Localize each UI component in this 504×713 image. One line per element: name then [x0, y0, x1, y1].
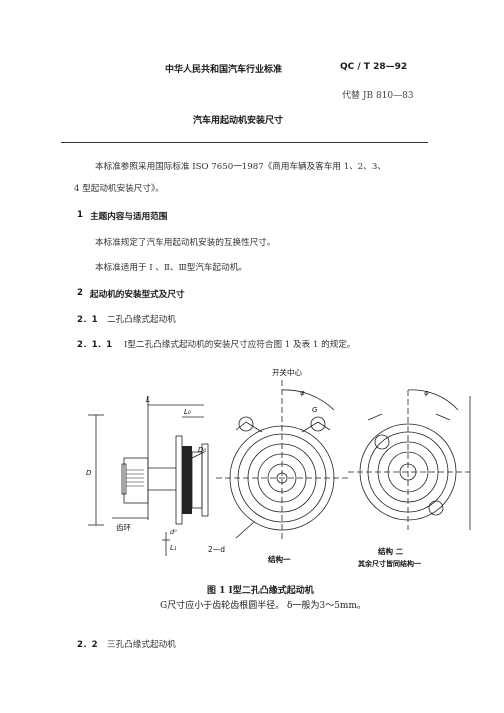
label-structure-2: 结构 二 [378, 546, 404, 556]
front-view-structure-1 [216, 380, 348, 540]
section-1-para-2: 本标准适用于 Ⅰ 、Ⅱ、Ⅲ型汽车起动机。 [95, 263, 247, 273]
figure-1-drawing: 开关中心 L L₀ D₀ D 齿环 d⁰ L₁ 2—d G φ φ 结构一 结构… [86, 367, 471, 568]
label-d0: d⁰ [170, 528, 177, 536]
label-switch-center: 开关中心 [272, 367, 302, 377]
figure-caption-title: 图 1 Ⅰ型二孔凸缘式起动机 [207, 586, 314, 596]
label-D0: D₀ [198, 446, 206, 454]
label-structure-1: 结构一 [268, 554, 291, 564]
label-2-d: 2—d [208, 545, 225, 554]
title-divider [61, 142, 428, 143]
section-2-1-1-number: 2．1．1 [77, 340, 113, 350]
document-title: 汽车用起动机安装尺寸 [193, 116, 284, 126]
org-title: 中华人民共和国汽车行业标准 [165, 65, 283, 75]
label-structure-2-note: 其余尺寸皆同结构一 [358, 559, 421, 568]
label-G: G [312, 406, 318, 414]
label-phi-right: φ [424, 389, 429, 397]
label-L: L [146, 395, 150, 404]
section-1-heading: 主题内容与适用范围 [90, 212, 168, 222]
intro-line-1: 本标准参照采用国际标准 ISO 7650一1987《商用车辆及客车用 1、2、3… [95, 162, 386, 172]
label-L0: L₀ [184, 408, 191, 416]
intro-line-2: 4 型起动机安装尺寸》。 [74, 184, 164, 194]
front-view-structure-2 [348, 389, 471, 530]
section-2-number: 2 [77, 288, 83, 298]
label-phi-left: φ [300, 389, 305, 397]
section-2-1-text: 二孔凸缘式起动机 [107, 315, 176, 325]
section-1-para-1: 本标准规定了汽车用起动机安装的互换性尺寸。 [95, 238, 276, 248]
replaces-note: 代替 JB 810—83 [342, 91, 414, 101]
side-view [88, 396, 209, 556]
section-2-1-1-text: Ⅰ型二孔凸缘式起动机的安装尺寸应符合图 1 及表 1 的规定。 [124, 340, 356, 350]
section-1-number: 1 [77, 210, 83, 220]
label-D: D [86, 469, 92, 477]
section-2-1-number: 2．1 [77, 315, 98, 325]
label-L1: L₁ [170, 544, 177, 552]
figure-caption-note: G尺寸应小于齿轮齿根圆半径。 δ一般为3～5mm。 [160, 601, 366, 611]
label-ring-gear: 齿环 [116, 523, 131, 532]
standard-number: QC / T 28—92 [340, 62, 408, 72]
section-2-heading: 起动机的安装型式及尺寸 [90, 290, 185, 300]
section-2-2-text: 三孔凸缘式起动机 [107, 640, 176, 650]
section-2-2-number: 2．2 [77, 640, 98, 650]
